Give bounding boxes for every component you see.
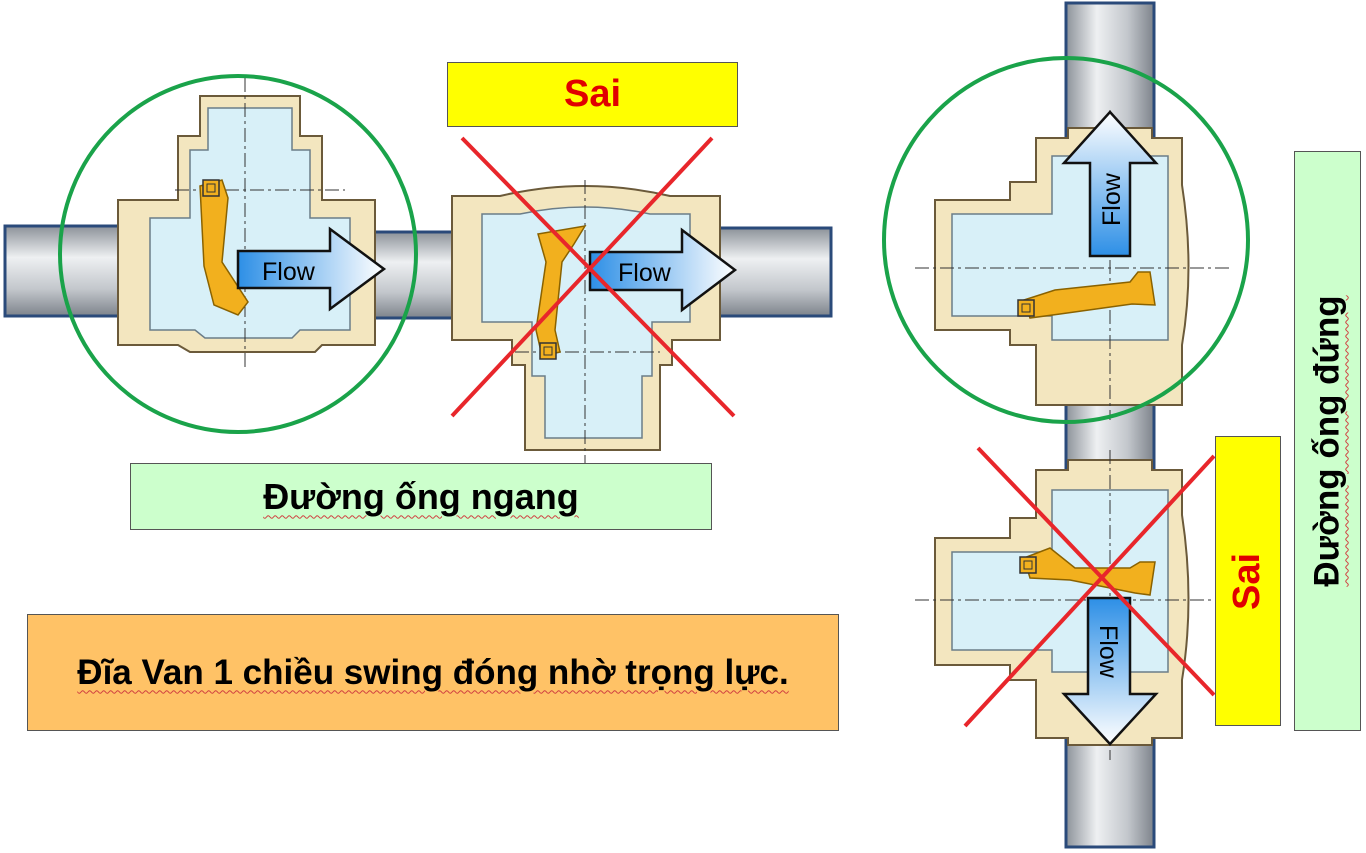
wrong-mark-cross [963, 446, 1216, 728]
wrong-badge: Sai [1215, 436, 1281, 726]
flow-arrow-horizontal-wrong: Flow [588, 227, 738, 313]
valve-horizontal-wrong [451, 180, 721, 470]
caption-box: Đĩa Van 1 chiều swing đóng nhờ trọng lực… [27, 614, 839, 731]
horizontal-pipeline-text: Đường ống ngang [263, 475, 579, 517]
flow-label: Flow [1094, 625, 1122, 679]
flow-label: Flow [618, 259, 672, 287]
flow-label: Flow [1098, 172, 1126, 226]
flow-arrow-vertical-correct: Flow [1061, 110, 1159, 258]
wrong-badge-label: Sai [1226, 552, 1269, 610]
wrong-mark-cross [450, 136, 736, 418]
valve-horizontal-correct [117, 78, 376, 370]
valve-vertical-wrong [915, 450, 1230, 760]
flow-arrow-vertical-wrong: Flow [1061, 596, 1159, 746]
correct-mark-circle [58, 74, 418, 434]
vertical-pipeline-text: Đường ống đứng [1307, 295, 1347, 587]
flow-label: Flow [262, 258, 316, 286]
vertical-pipeline-label: Đường ống đứng [1294, 151, 1361, 731]
caption-text: Đĩa Van 1 chiều swing đóng nhờ trọng lực… [77, 652, 789, 692]
wrong-badge-label: Sai [563, 73, 622, 115]
horizontal-pipeline-label: Đường ống ngang [130, 463, 712, 530]
wrong-badge: Sai [447, 62, 738, 127]
correct-mark-circle [882, 56, 1250, 424]
flow-arrow-horizontal-correct: Flow [236, 226, 387, 312]
